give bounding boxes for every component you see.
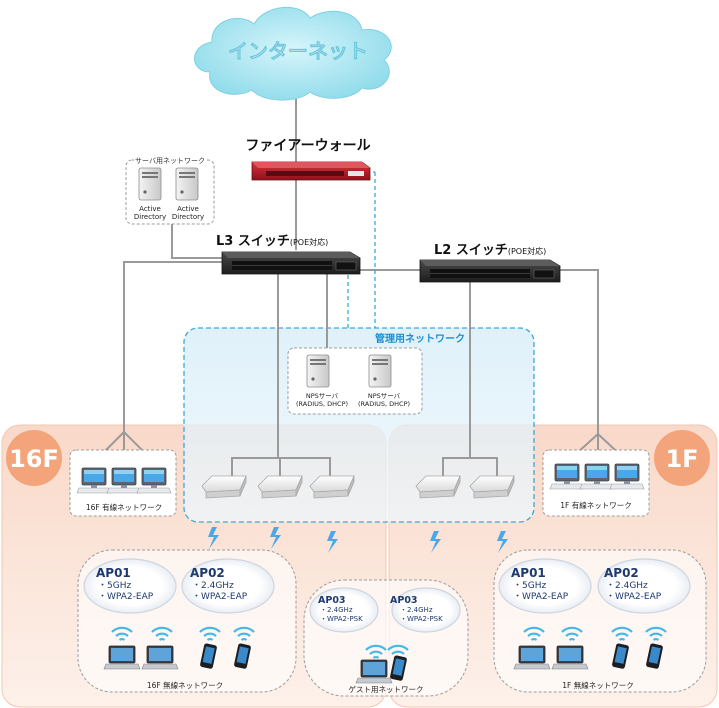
nps-server-1-line1: NPSサーバ bbox=[306, 392, 339, 400]
mgmt-links bbox=[347, 171, 376, 328]
ap-security: ・WPA2-EAP bbox=[606, 592, 662, 602]
internet-cloud: インターネット bbox=[194, 6, 392, 101]
ap-band: ・5GHz bbox=[513, 581, 546, 591]
ad-server-2-line1: Active bbox=[177, 205, 199, 213]
access-point-icon bbox=[257, 475, 303, 499]
ap-security: ・WPA2-PSK bbox=[320, 615, 363, 623]
nps-server-2-line2: (RADIUS, DHCP) bbox=[358, 400, 410, 408]
ap-card-1f-ap01: AP01 ・5GHz ・WPA2-EAP bbox=[498, 558, 592, 614]
svg-text:L2 スイッチ(POE対応): L2 スイッチ(POE対応) bbox=[434, 243, 546, 258]
ad-server-1-line2: Directory bbox=[134, 213, 166, 221]
mgmt-network-label: 管理用ネットワーク bbox=[375, 332, 465, 345]
ap-name: AP01 bbox=[96, 566, 131, 580]
mgmt-network-zone bbox=[183, 327, 535, 523]
floor-16f-wired-network: 16F 有線ネットワーク bbox=[69, 449, 177, 517]
firewall: ファイアーウォール bbox=[245, 138, 371, 181]
ap-card-guest-ap03-right: AP03 ・2.4GHz ・WPA2-PSK bbox=[390, 587, 461, 633]
server-network: サーバ用ネットワーク Active Directory Active Direc… bbox=[125, 156, 215, 225]
ap-card-16f-ap02: AP02 ・2.4GHz ・WPA2-EAP bbox=[181, 558, 275, 614]
floor-16f-wireless-label: 16F 無線ネットワーク bbox=[147, 680, 223, 690]
nps-servers: NPSサーバ (RADIUS, DHCP) NPSサーバ (RADIUS, DH… bbox=[287, 347, 423, 415]
server-icon bbox=[306, 354, 330, 388]
guest-network-label: ゲスト用ネットワーク bbox=[349, 685, 424, 694]
server-network-label: サーバ用ネットワーク bbox=[135, 157, 205, 165]
laptop-icon bbox=[551, 645, 589, 670]
laptop-icon bbox=[355, 659, 393, 684]
l2-switch-note: (POE対応) bbox=[508, 246, 546, 256]
floor-16f-badge-label: 16F bbox=[9, 445, 59, 473]
floor-1f-badge: 1F bbox=[654, 430, 710, 486]
floor-1f-badge-label: 1F bbox=[665, 445, 698, 473]
ap-name: AP02 bbox=[604, 566, 639, 580]
ap-band: ・2.4GHz bbox=[320, 606, 353, 614]
ap-card-1f-ap02: AP02 ・2.4GHz ・WPA2-EAP bbox=[597, 558, 691, 614]
floor-1f-wireless-label: 1F 無線ネットワーク bbox=[562, 680, 633, 690]
ap-security: ・WPA2-EAP bbox=[513, 592, 569, 602]
access-point-icon bbox=[415, 475, 461, 499]
nps-server-1-line2: (RADIUS, DHCP) bbox=[296, 400, 348, 408]
desktop-pc-icon bbox=[579, 463, 615, 490]
l3-switch-note: (POE対応) bbox=[290, 237, 328, 247]
ap-security: ・WPA2-EAP bbox=[98, 592, 154, 602]
floor-1f-wired-label: 1F 有線ネットワーク bbox=[560, 500, 631, 510]
ap-band: ・2.4GHz bbox=[192, 581, 234, 591]
ap-security: ・WPA2-EAP bbox=[192, 592, 248, 602]
laptop-icon bbox=[513, 645, 551, 670]
ap-name: AP03 bbox=[390, 595, 418, 606]
access-point-icon bbox=[469, 475, 515, 499]
l2-switch: L2 スイッチ(POE対応) bbox=[419, 243, 561, 283]
desktop-pc-icon bbox=[609, 463, 645, 490]
ap-name: AP02 bbox=[190, 566, 225, 580]
desktop-pc-icon bbox=[549, 463, 585, 490]
internet-label: インターネット bbox=[228, 39, 368, 63]
floor-1f-wireless-network: AP01 ・5GHz ・WPA2-EAP AP02 ・2.4GHz ・WPA2-… bbox=[493, 549, 707, 693]
ap-security: ・WPA2-PSK bbox=[400, 615, 443, 623]
floor-16f-wired-label: 16F 有線ネットワーク bbox=[86, 502, 162, 512]
laptop-icon bbox=[141, 645, 179, 670]
ap-band: ・5GHz bbox=[98, 581, 131, 591]
server-icon bbox=[175, 167, 199, 201]
ap-name: AP03 bbox=[318, 595, 346, 606]
floor-1f-wired-network: 1F 有線ネットワーク bbox=[542, 449, 650, 517]
laptop-icon bbox=[103, 645, 141, 670]
server-icon bbox=[368, 354, 392, 388]
ap-band: ・2.4GHz bbox=[400, 606, 433, 614]
ap-card-guest-ap03-left: AP03 ・2.4GHz ・WPA2-PSK bbox=[309, 587, 379, 633]
desktop-pc-icon bbox=[76, 467, 112, 494]
desktop-pc-icon bbox=[106, 467, 142, 494]
ap-name: AP01 bbox=[511, 566, 546, 580]
floor-16f-wireless-network: AP01 ・5GHz ・WPA2-EAP AP02 ・2.4GHz ・WPA2-… bbox=[77, 549, 297, 693]
l3-switch-label: L3 スイッチ bbox=[216, 234, 290, 249]
access-point-icon bbox=[201, 475, 247, 499]
ap-band: ・2.4GHz bbox=[606, 581, 648, 591]
firewall-label: ファイアーウォール bbox=[245, 138, 370, 154]
l3-switch: L3 スイッチ(POE対応) bbox=[216, 234, 361, 275]
access-point-icon bbox=[309, 475, 355, 499]
ad-server-2-line2: Directory bbox=[172, 213, 204, 221]
ad-server-1-line1: Active bbox=[139, 205, 161, 213]
ap-card-16f-ap01: AP01 ・5GHz ・WPA2-EAP bbox=[83, 558, 177, 614]
floor-16f-badge: 16F bbox=[6, 430, 62, 486]
desktop-pc-icon bbox=[136, 467, 172, 494]
l2-switch-label: L2 スイッチ bbox=[434, 243, 508, 258]
server-icon bbox=[138, 167, 162, 201]
svg-text:L3 スイッチ(POE対応): L3 スイッチ(POE対応) bbox=[216, 234, 328, 249]
guest-network: AP03 ・2.4GHz ・WPA2-PSK AP03 ・2.4GHz ・WPA… bbox=[303, 579, 469, 697]
nps-server-2-line1: NPSサーバ bbox=[368, 392, 401, 400]
